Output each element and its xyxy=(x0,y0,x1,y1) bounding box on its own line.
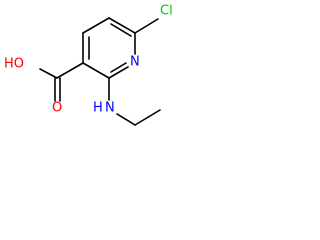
bond-ring-bottom xyxy=(82,62,110,79)
bond-c-cl xyxy=(134,18,159,34)
hydroxyl-oxygen-label: HO xyxy=(4,57,24,72)
bond-ring-left-top xyxy=(82,17,110,34)
bond-ring-to-n-double xyxy=(110,62,127,73)
amine-hydrogen-label: H xyxy=(93,101,103,116)
bond-ring-top xyxy=(108,17,136,34)
bond-ring-to-n xyxy=(108,66,129,79)
carbonyl-oxygen-label: O xyxy=(52,101,62,116)
bond-ethyl-methyl xyxy=(134,109,161,126)
structure-diagram: Cl N HO O N H xyxy=(4,4,173,126)
chlorine-label: Cl xyxy=(160,4,173,19)
bond-amine-ethyl xyxy=(116,113,136,126)
amine-nitrogen-label: N xyxy=(105,101,115,116)
bond-hydroxyl xyxy=(39,68,58,79)
bond-ring-top-double xyxy=(110,23,132,37)
ring-nitrogen-label: N xyxy=(130,55,140,70)
bond-ring-carboxyl xyxy=(56,62,84,79)
